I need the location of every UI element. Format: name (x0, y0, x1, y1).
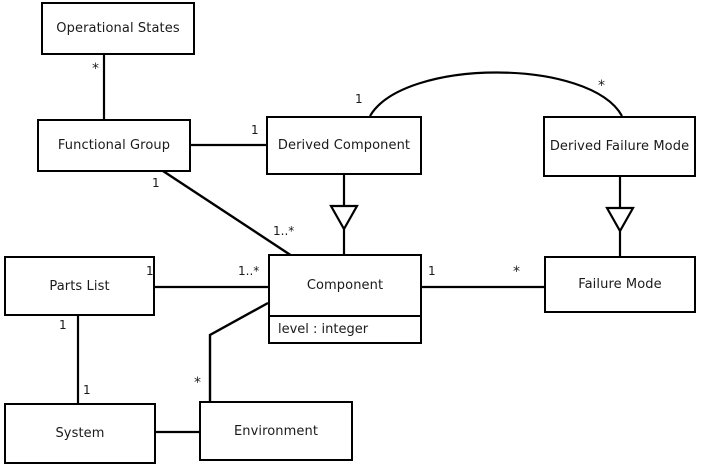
connector-functionalgroup-component (162, 169, 293, 258)
class-name-parts-list: Parts List (49, 278, 110, 294)
connector-component-environment (208, 301, 269, 402)
multiplicity-component-end-from-functionalgroup: 1..* (273, 224, 295, 238)
multiplicity-system-to-partslist: 1 (83, 383, 91, 397)
generalization-triangle-icon-derivedfailuremode (605, 206, 635, 234)
class-box-functional-group[interactable]: Functional Group (37, 119, 191, 172)
multiplicity-opstates-to-functionalgroup: * (92, 61, 99, 77)
multiplicity-derivedfailuremode-arc-end: * (598, 78, 605, 94)
multiplicity-functionalgroup-to-component: 1 (152, 176, 160, 190)
multiplicity-partslist-to-system: 1 (59, 318, 67, 332)
multiplicity-functionalgroup-to-derivedcomponent: 1 (251, 123, 259, 137)
class-box-parts-list[interactable]: Parts List (4, 256, 155, 316)
multiplicity-component-to-failuremode: 1 (428, 264, 436, 278)
class-name-environment: Environment (233, 423, 319, 439)
class-box-derived-failure-mode[interactable]: Derived Failure Mode (543, 116, 696, 177)
class-box-operational-states[interactable]: Operational States (41, 2, 195, 55)
class-box-system[interactable]: System (4, 403, 156, 464)
class-box-environment[interactable]: Environment (199, 401, 353, 461)
multiplicity-derivedcomponent-arc-end: 1 (355, 92, 363, 106)
class-name-derived-failure-mode: Derived Failure Mode (549, 139, 690, 154)
generalization-triangle-icon-derivedcomponent (329, 204, 359, 232)
class-name-component: Component (306, 278, 384, 293)
multiplicity-failuremode-end: * (513, 264, 520, 280)
multiplicity-environment-end: * (194, 375, 201, 391)
class-name-derived-component: Derived Component (277, 138, 411, 153)
class-box-component[interactable]: Component level : integer (268, 254, 422, 344)
class-name-failure-mode: Failure Mode (578, 277, 662, 292)
class-name-system: System (55, 426, 105, 441)
connector-derivedcomponent-derivedfailuremode (369, 71, 623, 117)
class-name-functional-group: Functional Group (57, 138, 171, 153)
class-box-derived-component[interactable]: Derived Component (266, 116, 422, 175)
multiplicity-partslist-end: 1 (146, 264, 154, 278)
class-box-failure-mode[interactable]: Failure Mode (544, 256, 696, 313)
class-name-operational-states: Operational States (56, 21, 180, 36)
multiplicity-component-end-from-partslist: 1..* (238, 264, 260, 278)
class-attribute-component-level: level : integer (270, 315, 420, 342)
